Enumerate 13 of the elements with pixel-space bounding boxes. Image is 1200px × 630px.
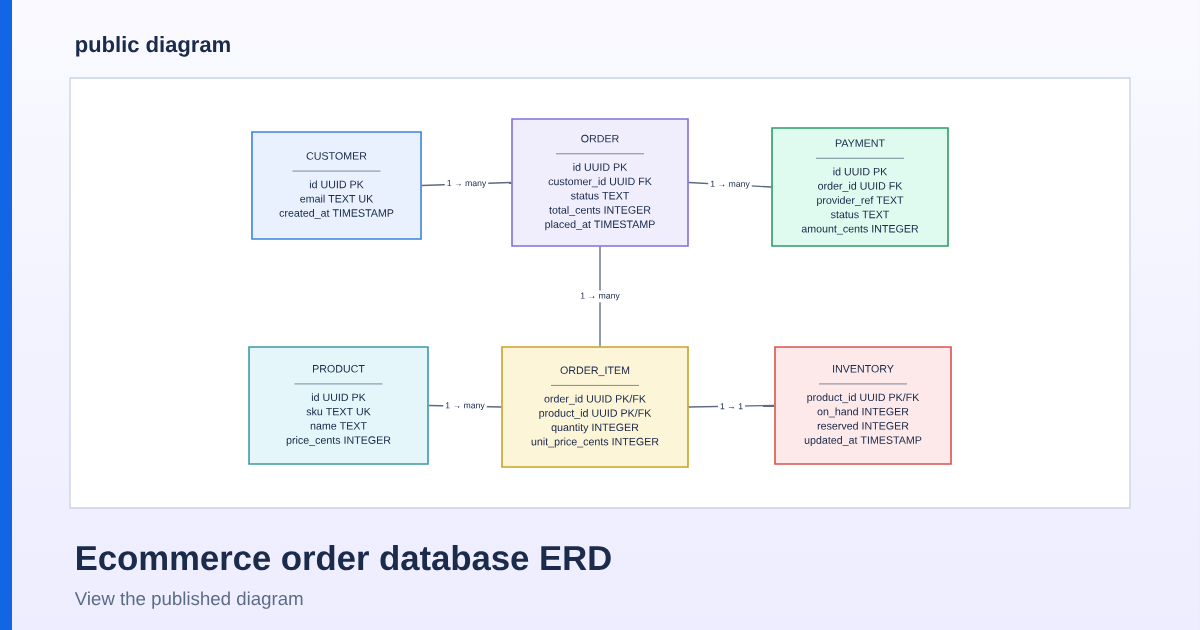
entity-box: INVENTORY product_id UUID PK/FK on_hand INTEGER reserved INTEGER updated_at TIMESTAMP [774,346,952,465]
entity-box: CUSTOMER id UUID PK email TEXT UK created_at TIMESTAMP [251,131,422,240]
header-text: public diagram [76,36,230,57]
entity-box: ORDER_ITEM order_id UUID PK/FK product_id UUID PK/FK quantity INTEGER unit_price_cents INTEGER [501,346,689,468]
entity-box: PAYMENT id UUID PK order_id UUID FK provider_ref TEXT status TEXT amount_cents INTEGER [771,127,949,247]
entity-box: PRODUCT id UUID PK sku TEXT UK name TEXT price_cents INTEGER [248,346,429,465]
edge-label: 1 → many [443,400,487,413]
entity-box: ORDER id UUID PK customer_id UUID FK status TEXT total_cents INTEGER placed_at TIMESTAMP [511,118,689,247]
relationship-line [599,246,601,347]
edge-label: 1 → many [444,178,489,190]
edge-label: 1 → 1 [717,401,746,412]
subtitle: View the published diagram [74,591,303,609]
page-title: Ecommerce order database ERD [77,544,611,571]
